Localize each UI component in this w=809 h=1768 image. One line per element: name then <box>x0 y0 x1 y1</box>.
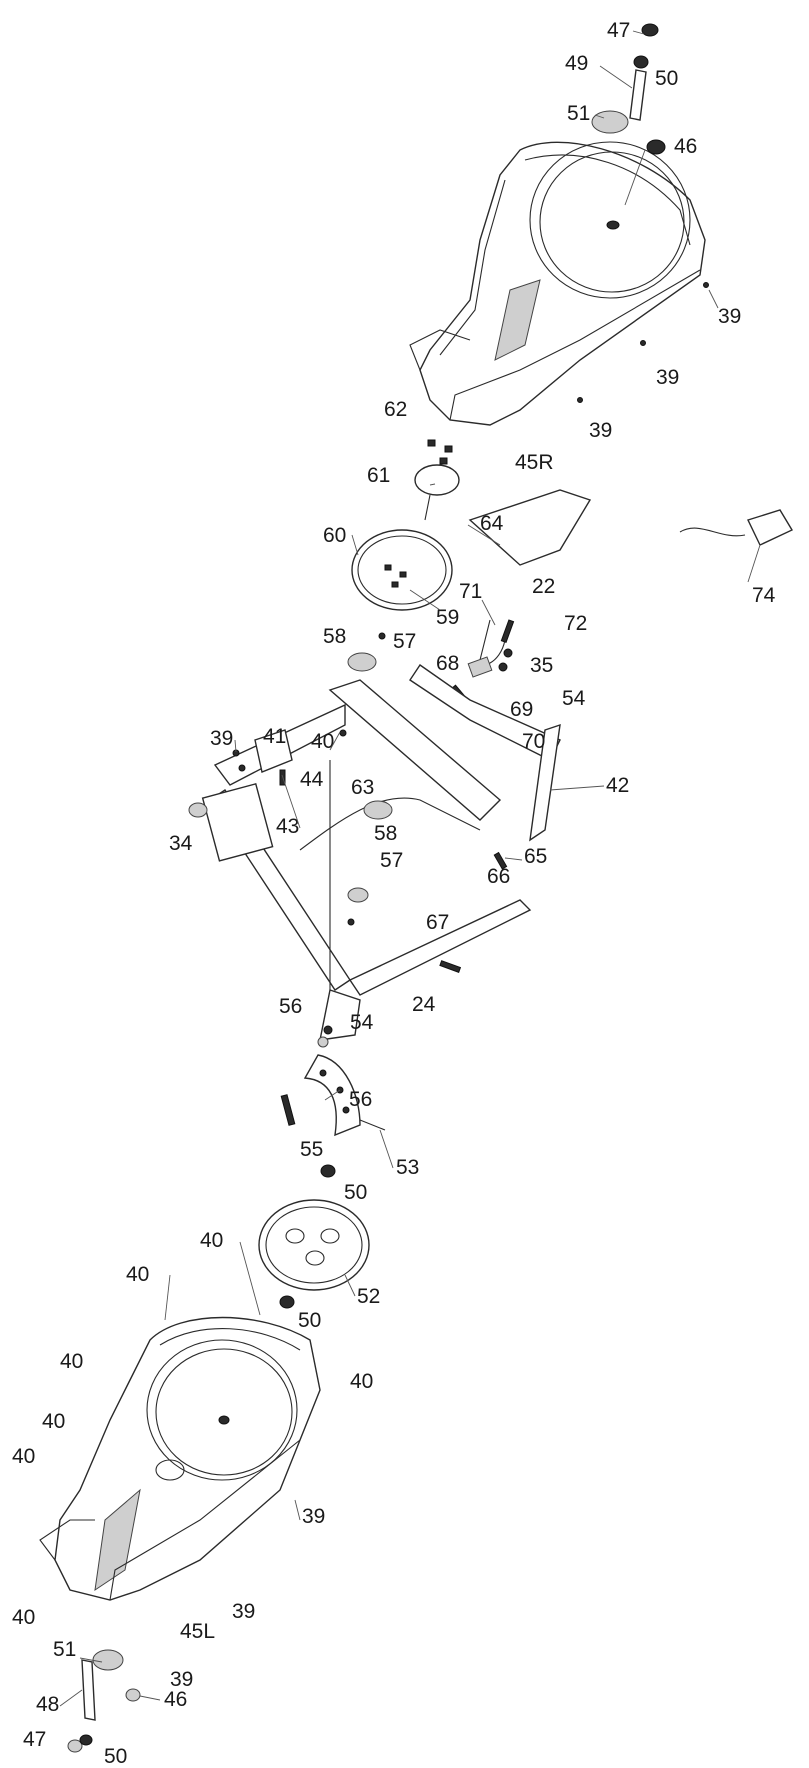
label-50: 50 <box>298 1309 321 1332</box>
label-40: 40 <box>42 1410 65 1433</box>
label-35: 35 <box>530 654 553 677</box>
label-64: 64 <box>480 512 504 535</box>
label-39: 39 <box>232 1600 255 1623</box>
label-50: 50 <box>655 67 678 90</box>
right-cover-45r <box>409 141 706 426</box>
label-39: 39 <box>656 366 679 389</box>
label-54: 54 <box>350 1011 374 1034</box>
label-39: 39 <box>302 1505 325 1528</box>
label-71: 71 <box>459 580 482 603</box>
label-34: 34 <box>169 832 193 855</box>
label-62: 62 <box>384 398 407 421</box>
label-43: 43 <box>276 815 299 838</box>
label-39: 39 <box>589 419 612 442</box>
label-53: 53 <box>396 1156 419 1179</box>
label-56: 56 <box>279 995 302 1018</box>
label-51: 51 <box>53 1638 76 1661</box>
label-70: 70 <box>522 730 545 753</box>
part-number-labels: 47 49 50 51 46 39 39 39 45R 62 61 64 74 … <box>12 19 776 1768</box>
label-52: 52 <box>357 1285 380 1308</box>
label-40: 40 <box>60 1350 83 1373</box>
label-50: 50 <box>104 1745 127 1768</box>
label-66: 66 <box>487 865 510 888</box>
left-cover-45l <box>39 1316 321 1601</box>
label-45r: 45R <box>515 451 554 474</box>
label-67: 67 <box>426 911 449 934</box>
label-44: 44 <box>300 768 324 791</box>
cover-64 <box>468 489 592 566</box>
label-69: 69 <box>510 698 533 721</box>
flywheel-60 <box>351 529 453 611</box>
label-40: 40 <box>350 1370 373 1393</box>
label-57: 57 <box>380 849 403 872</box>
label-39: 39 <box>210 727 233 750</box>
label-45l: 45L <box>180 1620 215 1643</box>
label-42: 42 <box>606 774 629 797</box>
label-49: 49 <box>565 52 588 75</box>
wheel-52 <box>258 1199 370 1309</box>
label-24: 24 <box>412 993 436 1016</box>
bottom-small-parts <box>67 1649 141 1753</box>
label-40: 40 <box>126 1263 149 1286</box>
label-63: 63 <box>351 776 374 799</box>
label-41: 41 <box>263 725 286 748</box>
top-small-parts <box>577 23 709 403</box>
main-frame-24 <box>188 664 561 1041</box>
leader-lines <box>59 30 761 1707</box>
label-59: 59 <box>436 606 459 629</box>
adapter-74 <box>679 509 793 546</box>
label-74: 74 <box>752 584 776 607</box>
label-57: 57 <box>393 630 416 653</box>
label-40: 40 <box>200 1229 223 1252</box>
label-48: 48 <box>36 1693 59 1716</box>
label-65: 65 <box>524 845 547 868</box>
label-46: 46 <box>674 135 697 158</box>
label-40: 40 <box>12 1606 35 1629</box>
label-40: 40 <box>311 730 334 753</box>
label-61: 61 <box>367 464 390 487</box>
label-39: 39 <box>718 305 741 328</box>
label-47: 47 <box>23 1728 46 1751</box>
label-58: 58 <box>374 822 397 845</box>
label-55: 55 <box>300 1138 323 1161</box>
label-47: 47 <box>607 19 630 42</box>
label-46: 46 <box>164 1688 187 1711</box>
label-40: 40 <box>12 1445 35 1468</box>
label-50: 50 <box>344 1181 367 1204</box>
label-39: 39 <box>170 1668 193 1691</box>
pulley-61 <box>414 439 460 521</box>
label-68: 68 <box>436 652 459 675</box>
label-58: 58 <box>323 625 346 648</box>
label-72: 72 <box>564 612 587 635</box>
label-56: 56 <box>349 1088 372 1111</box>
label-60: 60 <box>323 524 346 547</box>
label-51: 51 <box>567 102 590 125</box>
label-54: 54 <box>562 687 586 710</box>
label-22: 22 <box>532 575 555 598</box>
